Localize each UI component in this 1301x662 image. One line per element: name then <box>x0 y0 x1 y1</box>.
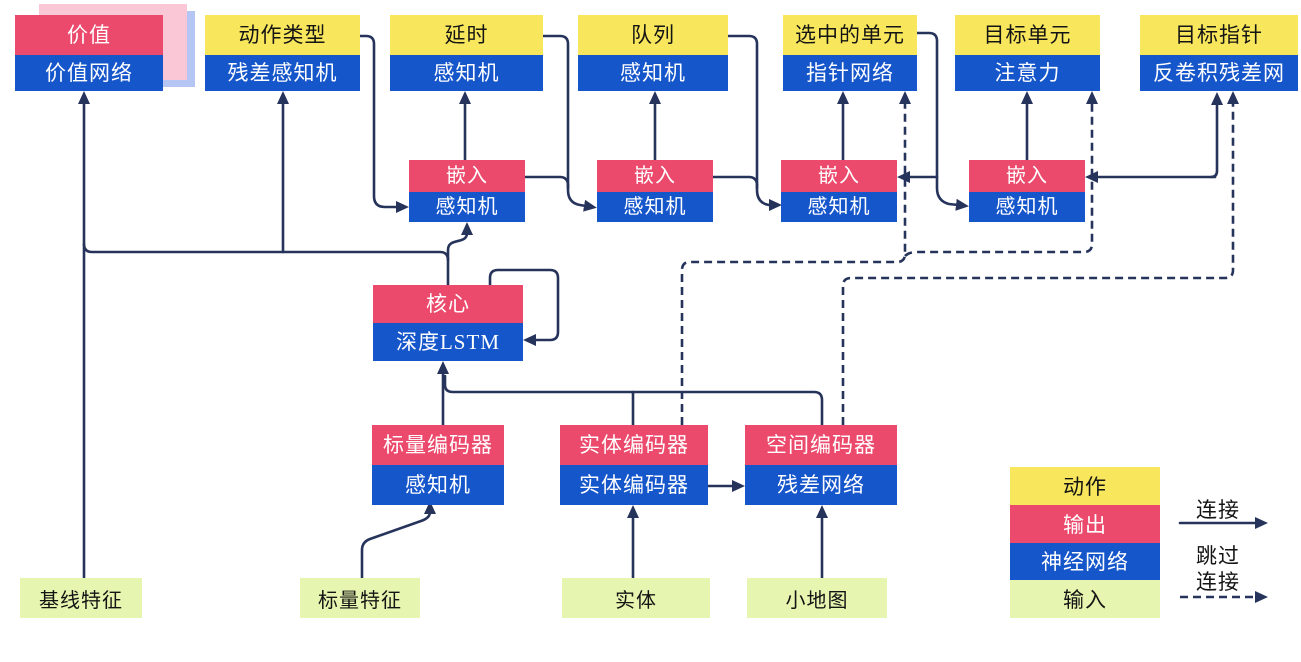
edge-scalar-features-to-scalar-encoder <box>360 501 436 580</box>
node-embed-3: 嵌入感知机 <box>781 160 897 222</box>
node-target-point: 目标指针反卷积残差网 <box>1140 15 1298 91</box>
node-queue-bottom-label: 感知机 <box>578 55 728 91</box>
node-queue-top-label: 队列 <box>578 15 728 55</box>
node-selected-units-top-label: 选中的单元 <box>783 15 917 55</box>
edge-skip-entity-to-pointer-network <box>680 91 911 425</box>
legend-row-output: 输出 <box>1010 504 1160 543</box>
node-embed-3-bottom-label: 感知机 <box>781 192 897 222</box>
node-value: 价值价值网络 <box>15 15 163 91</box>
node-delay: 延时感知机 <box>390 15 543 91</box>
edge-core-branch-left <box>82 242 450 262</box>
edge-skip-spatial-to-deconv-resnet <box>841 91 1239 425</box>
node-core-bottom-label: 深度LSTM <box>373 323 523 361</box>
node-queue: 队列感知机 <box>578 15 728 91</box>
node-value-top-label: 价值 <box>15 15 163 55</box>
legend-row-neural-network: 神经网络 <box>1010 542 1160 581</box>
legend-dashed-arrow-label-line1: 跳过 <box>1196 544 1240 568</box>
node-action-type-bottom-label: 残差感知机 <box>205 55 360 91</box>
node-entity-encoder: 实体编码器实体编码器 <box>560 425 708 505</box>
node-selected-units: 选中的单元指针网络 <box>783 15 917 91</box>
node-value-bottom-label: 价值网络 <box>15 55 163 91</box>
node-target-point-top-label: 目标指针 <box>1140 15 1298 55</box>
edge-selected-units-to-embed-4 <box>915 31 969 211</box>
node-spatial-encoder-top-label: 空间编码器 <box>745 425 897 465</box>
node-embed-1: 嵌入感知机 <box>409 160 525 222</box>
node-scalar-encoder-top-label: 标量编码器 <box>372 425 504 465</box>
input-baseline-features: 基线特征 <box>20 578 142 618</box>
node-target-point-bottom-label: 反卷积残差网 <box>1140 55 1298 91</box>
node-embed-2: 嵌入感知机 <box>597 160 713 222</box>
node-entity-encoder-bottom-label: 实体编码器 <box>560 465 708 505</box>
legend-row-input: 输入 <box>1010 580 1160 618</box>
node-delay-top-label: 延时 <box>390 15 543 55</box>
edge-skip-entity-to-attention <box>904 91 1098 257</box>
node-embed-1-bottom-label: 感知机 <box>409 192 525 222</box>
node-embed-4: 嵌入感知机 <box>969 160 1085 222</box>
node-embed-3-top-label: 嵌入 <box>781 160 897 192</box>
node-scalar-encoder-bottom-label: 感知机 <box>372 465 504 505</box>
node-action-type: 动作类型残差感知机 <box>205 15 360 91</box>
legend-solid-arrow-label: 连接 <box>1196 498 1240 522</box>
legend: 动作输出神经网络输入 <box>1010 467 1160 618</box>
node-entity-encoder-top-label: 实体编码器 <box>560 425 708 465</box>
node-selected-units-bottom-label: 指针网络 <box>783 55 917 91</box>
node-spatial-encoder: 空间编码器残差网络 <box>745 425 897 505</box>
node-embed-2-bottom-label: 感知机 <box>597 192 713 222</box>
input-minimap: 小地图 <box>747 578 887 618</box>
legend-dashed-arrow-label-line2: 连接 <box>1196 570 1240 594</box>
node-target-unit-bottom-label: 注意力 <box>955 55 1100 91</box>
input-entities: 实体 <box>562 578 710 618</box>
edge-embed-2-to-embed-3 <box>711 175 759 190</box>
node-delay-bottom-label: 感知机 <box>390 55 543 91</box>
edge-queue-to-embed-3 <box>726 34 782 211</box>
node-target-unit-top-label: 目标单元 <box>955 15 1100 55</box>
node-target-unit: 目标单元注意力 <box>955 15 1100 91</box>
node-embed-1-top-label: 嵌入 <box>409 160 525 192</box>
node-embed-4-top-label: 嵌入 <box>969 160 1085 192</box>
edge-up-to-deconv-resnet <box>1209 92 1223 179</box>
legend-row-action: 动作 <box>1010 467 1160 505</box>
node-embed-2-top-label: 嵌入 <box>597 160 713 192</box>
edge-action-type-to-embed-1 <box>358 34 409 213</box>
edge-embed-1-to-embed-2 <box>523 175 570 190</box>
edge-lstm-self-loop <box>488 268 560 346</box>
node-action-type-top-label: 动作类型 <box>205 15 360 55</box>
node-core: 核心深度LSTM <box>373 285 523 361</box>
edge-delay-to-embed-2 <box>541 34 597 212</box>
node-scalar-encoder: 标量编码器感知机 <box>372 425 504 505</box>
edge-core-to-embed-1 <box>446 222 473 287</box>
node-core-top-label: 核心 <box>373 285 523 323</box>
node-spatial-encoder-bottom-label: 残差网络 <box>745 465 897 505</box>
node-embed-4-bottom-label: 感知机 <box>969 192 1085 222</box>
input-scalar-features: 标量特征 <box>300 578 420 618</box>
